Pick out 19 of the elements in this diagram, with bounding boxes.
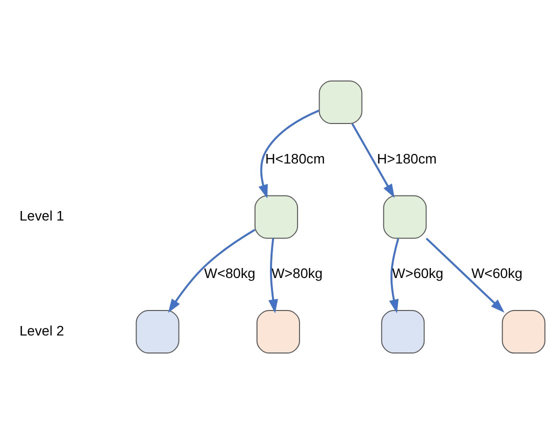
arrow bbox=[258, 110, 320, 199]
node-box bbox=[381, 310, 425, 354]
arrow bbox=[389, 238, 400, 314]
arrow bbox=[168, 228, 256, 313]
edge-label: W<80kg bbox=[204, 265, 256, 282]
node-box bbox=[383, 195, 427, 239]
edge-label: W<60kg bbox=[471, 265, 522, 282]
node-box bbox=[136, 310, 180, 354]
node-box bbox=[502, 310, 546, 354]
node-box bbox=[318, 80, 362, 124]
arrow bbox=[268, 238, 278, 314]
label: Level 1 bbox=[19, 208, 64, 224]
edge-label: H<180cm bbox=[265, 150, 325, 166]
node-box bbox=[254, 195, 298, 239]
label: Level 2 bbox=[19, 322, 64, 338]
arrow bbox=[351, 123, 395, 198]
edge-label: H>180cm bbox=[377, 150, 437, 166]
arrow bbox=[426, 238, 504, 313]
node-box bbox=[256, 310, 300, 354]
